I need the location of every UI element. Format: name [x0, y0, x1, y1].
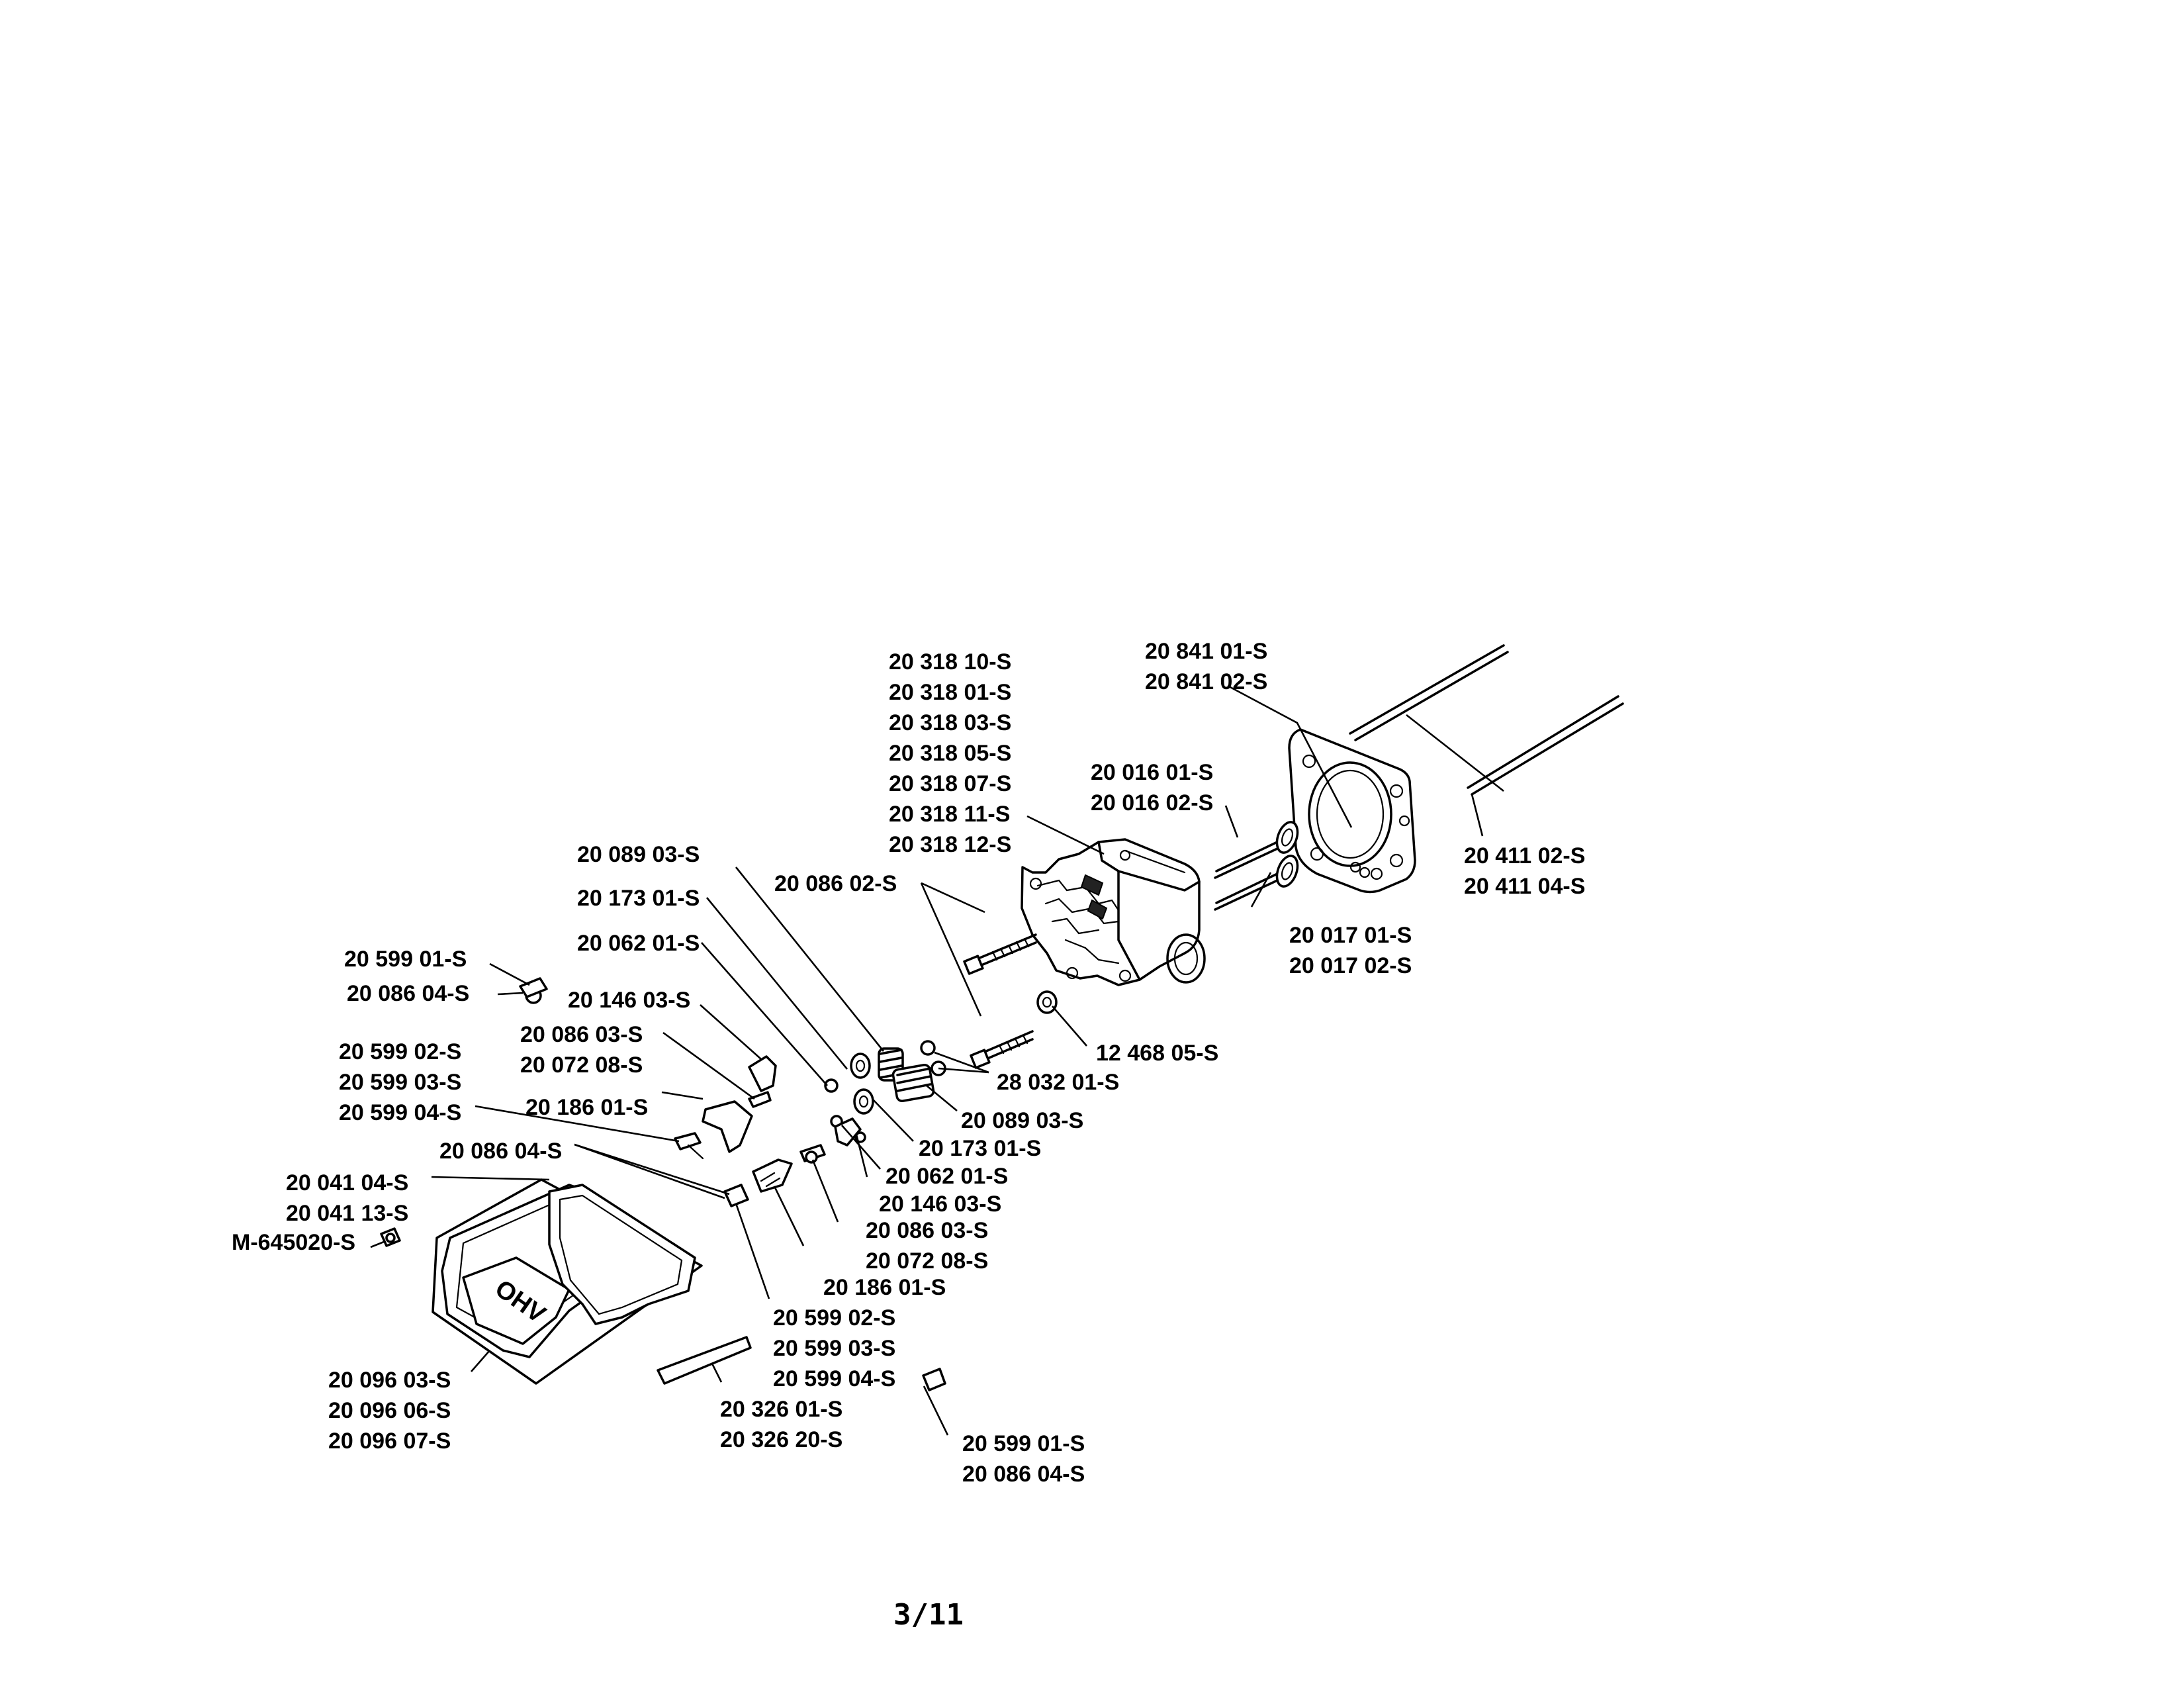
part-number-labels: 20 318 10-S 20 318 01-S 20 318 03-S 20 3…: [232, 639, 1585, 1487]
label-rocker-guide-upper-2: 20 599 03-S: [339, 1070, 461, 1095]
label-valve-b-1: 20 017 01-S: [1289, 923, 1412, 948]
label-keeper-upper: 20 062 01-S: [577, 931, 700, 956]
label-adjust-nut-lower-1: 20 086 03-S: [866, 1218, 988, 1243]
label-rocker-guide-lower-2: 20 599 03-S: [773, 1336, 895, 1361]
label-breather-hose-1: 20 326 01-S: [720, 1397, 842, 1422]
label-valve-cover-1: 20 096 03-S: [328, 1368, 451, 1393]
rocker-arms-upper: [519, 977, 777, 1160]
label-valve-a-2: 20 016 02-S: [1091, 790, 1213, 816]
rocker-arms-lower: [723, 1117, 946, 1391]
label-breather-hose-2: 20 326 20-S: [720, 1427, 842, 1452]
valve-springs: [824, 1040, 946, 1128]
head-gasket: [1288, 728, 1416, 894]
label-head-bolt: 20 086 02-S: [774, 871, 897, 896]
label-fitting-lower-2: 20 086 04-S: [962, 1462, 1085, 1487]
label-adjust-nut-upper-2: 20 072 08-S: [520, 1053, 643, 1078]
label-valve-a-1: 20 016 01-S: [1091, 760, 1213, 785]
label-retainer-upper: 20 173 01-S: [577, 886, 700, 911]
label-rocker-arm-upper: 20 186 01-S: [525, 1095, 648, 1120]
label-rocker-stud-upper: 20 146 03-S: [568, 988, 690, 1013]
label-rocker-guide-upper-3: 20 599 04-S: [339, 1100, 461, 1125]
label-adjust-nut-upper-1: 20 086 03-S: [520, 1022, 643, 1047]
page-number: 3/11: [893, 1598, 964, 1632]
label-washer: 12 468 05-S: [1096, 1041, 1218, 1066]
label-fitting-mid: 20 086 04-S: [439, 1139, 562, 1164]
label-adjust-nut-lower-2: 20 072 08-S: [866, 1248, 988, 1274]
label-head-gasket-2: 20 841 02-S: [1145, 669, 1267, 694]
push-rods: [1349, 644, 1624, 796]
label-cylinder-head-4: 20 318 05-S: [889, 741, 1011, 766]
label-cover-gasket-2: 20 041 13-S: [286, 1201, 408, 1226]
label-spring-cap: 28 032 01-S: [997, 1070, 1119, 1095]
label-fitting-lower-1: 20 599 01-S: [962, 1431, 1085, 1456]
valve-cover-box: OHV: [380, 1178, 703, 1385]
label-keeper-lower: 20 062 01-S: [886, 1164, 1008, 1189]
head-bolts: [963, 933, 1058, 1069]
label-valve-spring-upper: 20 089 03-S: [577, 842, 700, 867]
label-cover-screw: M-645020-S: [232, 1230, 355, 1255]
label-retainer-lower: 20 173 01-S: [919, 1136, 1041, 1161]
label-cylinder-head-5: 20 318 07-S: [889, 771, 1011, 796]
label-rocker-guide-upper-1: 20 599 02-S: [339, 1039, 461, 1064]
leader-lines: [370, 684, 1504, 1436]
label-valve-cover-3: 20 096 07-S: [328, 1429, 451, 1454]
label-cylinder-head-2: 20 318 01-S: [889, 680, 1011, 705]
label-fitting-upper-1: 20 599 01-S: [344, 947, 467, 972]
label-cylinder-head-6: 20 318 11-S: [889, 802, 1010, 827]
label-valve-cover-2: 20 096 06-S: [328, 1398, 451, 1423]
breather-hose: [657, 1336, 752, 1385]
label-fitting-upper-2: 20 086 04-S: [347, 981, 469, 1006]
cylinder-head: [1021, 838, 1206, 986]
label-push-rod-1: 20 411 02-S: [1464, 843, 1585, 868]
label-valve-b-2: 20 017 02-S: [1289, 953, 1412, 978]
label-head-gasket-1: 20 841 01-S: [1145, 639, 1267, 664]
label-rocker-stud-lower: 20 146 03-S: [879, 1192, 1001, 1217]
label-rocker-guide-lower-1: 20 599 02-S: [773, 1305, 895, 1331]
label-rocker-guide-lower-3: 20 599 04-S: [773, 1366, 895, 1391]
label-rocker-arm-lower: 20 186 01-S: [823, 1275, 946, 1300]
label-cover-gasket-1: 20 041 04-S: [286, 1170, 408, 1196]
label-cylinder-head-1: 20 318 10-S: [889, 649, 1011, 675]
label-push-rod-2: 20 411 04-S: [1464, 874, 1585, 899]
label-valve-spring-lower: 20 089 03-S: [961, 1108, 1083, 1133]
label-cylinder-head-3: 20 318 03-S: [889, 710, 1011, 735]
label-cylinder-head-7: 20 318 12-S: [889, 832, 1011, 857]
